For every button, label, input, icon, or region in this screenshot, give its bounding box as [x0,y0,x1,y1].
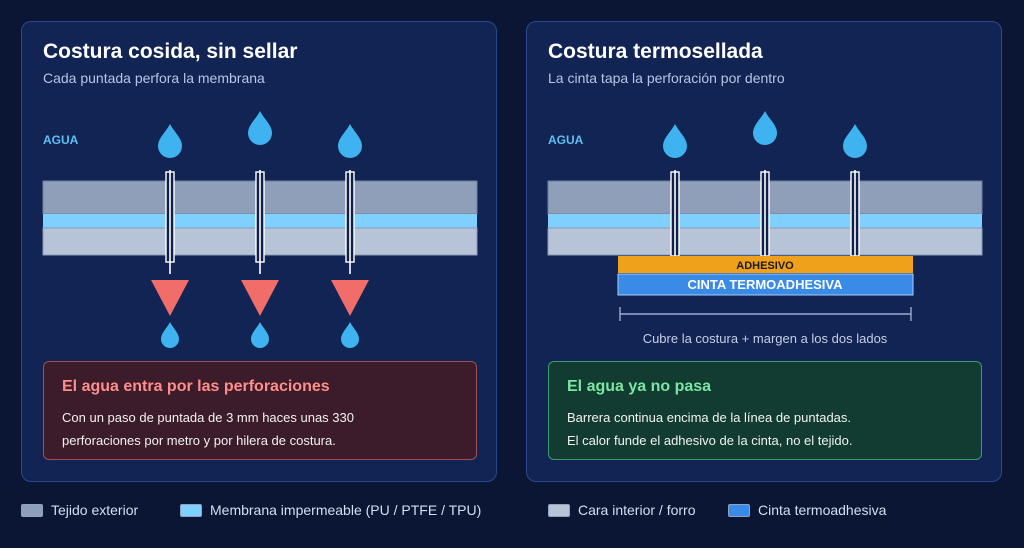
note-title: El agua ya no pasa [567,378,712,395]
adhesive-label: ADHESIVO [736,260,794,272]
legend-swatch [548,503,570,517]
sealed-info-box: El agua ya no pasa Barrera continua enci… [548,361,982,460]
water-label: AGUA [548,133,584,147]
water-drop-icon [843,124,867,158]
panel-subtitle: La cinta tapa la perforación por dentro [548,70,785,86]
leak-arrow-icon [151,280,189,316]
note-line-2: perforaciones por metro y por hilera de … [62,433,336,448]
legend-label: Cinta termoadhesiva [758,502,887,518]
panel-title: Costura cosida, sin sellar [43,40,298,63]
note-line-1: Con un paso de puntada de 3 mm haces una… [62,410,354,425]
water-drop-icon [753,111,777,145]
note-line-2: El calor funde el adhesivo de la cinta, … [567,433,853,448]
leak-warning-box: El agua entra por las perforaciones Con … [43,361,477,460]
water-drop-icon [158,124,182,158]
legend-label: Membrana impermeable (PU / PTFE / TPU) [210,502,482,518]
water-label: AGUA [43,133,79,147]
legend-swatch [728,503,750,517]
panel-subtitle: Cada puntada perfora la membrana [43,70,265,86]
legend-item-membrane: Membrana impermeable (PU / PTFE / TPU) [180,502,481,518]
legend-item-inner-lining: Cara interior / forro [548,502,695,518]
water-drop-icon [161,322,179,348]
water-drop-icon [338,124,362,158]
seam-tape-strip [617,273,914,296]
water-drop-icon [663,124,687,158]
panel-sealed-seam: Costura termosellada La cinta tapa la pe… [526,21,1002,482]
coverage-bracket [619,307,912,321]
legend-label: Cara interior / forro [578,502,696,518]
legend-swatch [21,503,43,517]
legend-item-outer-fabric: Tejido exterior [21,502,138,518]
leak-arrow-icon [331,280,369,316]
legend-label: Tejido exterior [51,502,139,518]
sealed-seam-diagram: AGUA ADHESIVO CINTA TERMOADHESIVA [547,111,983,346]
note-title: El agua entra por las perforaciones [62,378,330,395]
water-drop-icon [248,111,272,145]
coverage-label: Cubre la costura + margen a los dos lado… [643,331,888,346]
leak-arrow-icon [241,280,279,316]
water-drop-icon [341,322,359,348]
water-drop-icon [251,322,269,348]
note-line-1: Barrera continua encima de la línea de p… [567,410,852,425]
tape-label: CINTA TERMOADHESIVA [687,277,843,292]
panel-unsealed-seam: Costura cosida, sin sellar Cada puntada … [21,21,497,482]
legend-item-seam-tape: Cinta termoadhesiva [728,502,886,518]
panel-title: Costura termosellada [548,40,763,63]
unsealed-seam-diagram: AGUA [42,111,478,348]
adhesive-strip [618,256,913,273]
legend-swatch [180,503,202,517]
